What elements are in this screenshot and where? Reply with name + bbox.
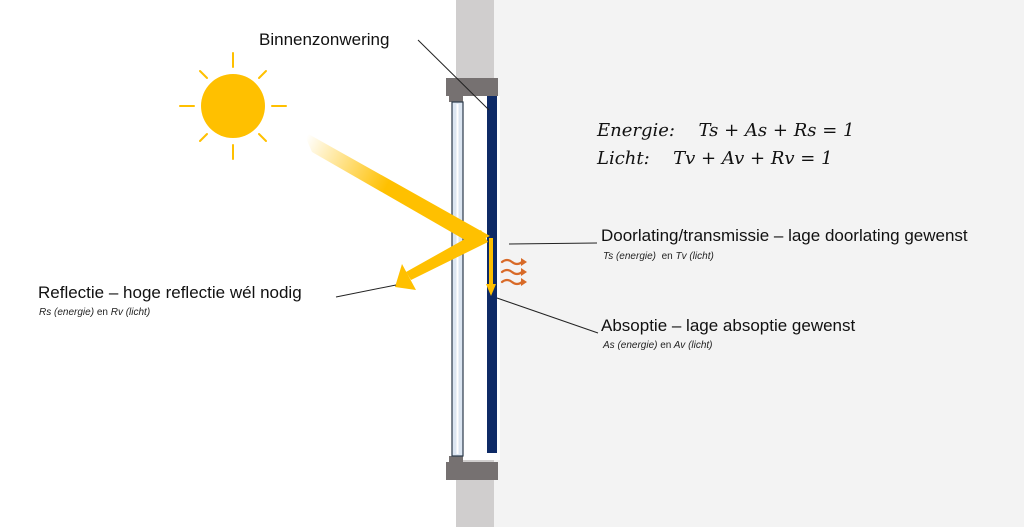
label-reflectie-title: Reflectie – hoge reflectie wél nodig: [38, 283, 302, 302]
reflected-arrowhead: [395, 264, 416, 290]
equation-licht: Licht: Tv + Av + Rv = 1: [597, 148, 833, 169]
label-reflectie-sub-a: Rs (energie): [39, 307, 95, 318]
label-doorlating-sub: Ts (energie) en Tv (licht): [603, 251, 714, 262]
equation-energie-label: Energie:: [597, 120, 675, 141]
heat-waves-icon: [500, 258, 527, 286]
sun-icon: [179, 52, 287, 160]
label-absoptie-title: Absoptie – lage absoptie gewenst: [601, 316, 856, 335]
label-doorlating-sub-b: Tv (licht): [675, 251, 714, 262]
leader-absoptie: [496, 297, 599, 334]
transmitted-beam: [489, 238, 493, 284]
frame-top: [446, 78, 498, 96]
label-absoptie-sub-a: As (energie): [603, 340, 658, 351]
label-absoptie-sub-en: en: [660, 340, 672, 351]
frame-top-lip: [449, 96, 463, 102]
label-doorlating-sub-en: en: [661, 251, 673, 262]
leader-doorlating: [508, 242, 598, 245]
equation-energie-formula: Ts + As + Rs = 1: [698, 120, 855, 141]
label-doorlating-title: Doorlating/transmissie – lage doorlating…: [601, 226, 968, 245]
transmitted-arrowhead: [486, 284, 496, 296]
reflected-beam: [406, 230, 488, 280]
equation-licht-label: Licht:: [597, 148, 650, 169]
label-reflectie-sub-b: Rv (licht): [110, 307, 151, 318]
label-absoptie-sub: As (energie) en Av (licht): [603, 340, 713, 351]
room-background: [494, 0, 1024, 527]
label-reflectie-sub: Rs (energie) en Rv (licht): [39, 307, 150, 318]
frame-bottom: [446, 462, 498, 480]
equation-energie: Energie: Ts + As + Rs = 1: [597, 120, 854, 141]
label-absoptie-sub-b: Av (licht): [673, 340, 713, 351]
label-doorlating-sub-a: Ts (energie): [603, 251, 656, 262]
label-reflectie-sub-en: en: [96, 307, 108, 318]
leader-reflectie: [335, 284, 397, 298]
incoming-beam: [303, 131, 490, 244]
label-binnenzonwering: Binnenzonwering: [259, 30, 390, 49]
leader-binnenzonwering: [417, 39, 490, 111]
equation-licht-formula: Tv + Av + Rv = 1: [673, 148, 833, 169]
frame-bottom-lip: [449, 456, 463, 462]
